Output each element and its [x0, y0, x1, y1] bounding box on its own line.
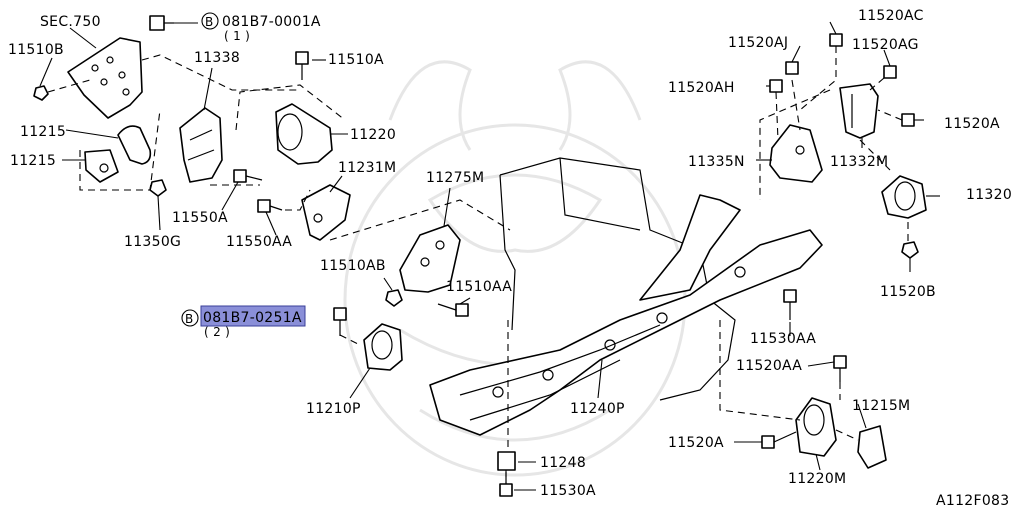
- label-11520B: 11520B: [880, 284, 936, 300]
- label-11520AH: 11520AH: [668, 80, 735, 96]
- label-11550AA: 11550AA: [226, 234, 292, 250]
- label-11335N: 11335N: [688, 154, 745, 170]
- engine-block-outline: [499, 157, 736, 401]
- bolt-11510AA: [437, 303, 469, 317]
- diagram-code: A112F083: [936, 493, 1009, 509]
- nut-11520B: [901, 241, 919, 259]
- bolt-letter-mid: B: [185, 312, 194, 326]
- bolt-11530AA: [783, 289, 797, 320]
- bolt-081B7-0001A: [149, 15, 174, 31]
- label-11275M: 11275M: [426, 170, 484, 186]
- label-11240P: 11240P: [570, 401, 625, 417]
- bolt-11520AG: [883, 65, 897, 79]
- label-sec750: SEC.750: [40, 14, 101, 30]
- bracket-11335N: [769, 124, 823, 183]
- label-11510AB: 11510AB: [320, 258, 386, 274]
- label-11210P: 11210P: [306, 401, 361, 417]
- bracket-11338: [179, 107, 223, 183]
- bolt-callout-mid: B 081B7-0251A ( 2 ): [181, 305, 306, 339]
- bolt-11550A: [233, 169, 263, 183]
- label-11248: 11248: [540, 455, 586, 471]
- bolt-11520A-right: [901, 113, 915, 127]
- mount-11320: [881, 175, 927, 219]
- part-labels: SEC.750 B 081B7-0001A ( 1 ) 11510B 11338…: [8, 8, 1012, 509]
- label-11510B: 11510B: [8, 42, 64, 58]
- bracket-sec750: [67, 37, 143, 119]
- label-11350G: 11350G: [124, 234, 181, 250]
- bracket-11332M: [839, 83, 879, 139]
- label-11520AJ: 11520AJ: [728, 35, 788, 51]
- label-qty-1: ( 1 ): [224, 29, 250, 43]
- bolt-11520AA: [833, 355, 847, 382]
- label-11215-upper: 11215: [20, 124, 66, 140]
- label-11520AA: 11520AA: [736, 358, 802, 374]
- label-11215M: 11215M: [852, 398, 910, 414]
- bolt-11520AC: [829, 33, 843, 47]
- label-11338: 11338: [194, 50, 240, 66]
- bushing-11248: [497, 451, 516, 471]
- bolt-11510A: [295, 51, 309, 80]
- bolt-11510B: [33, 85, 49, 101]
- crossmember-11240P: [429, 194, 823, 436]
- label-11550A: 11550A: [172, 210, 228, 226]
- label-11220M: 11220M: [788, 471, 846, 487]
- bolt-11550AA: [257, 199, 283, 213]
- label-11220: 11220: [350, 127, 396, 143]
- bolt-letter-top: B: [205, 15, 214, 29]
- assembly-dashed-lines: [47, 46, 909, 484]
- label-081B7-0251A: 081B7-0251A: [203, 310, 302, 326]
- bolt-081B7-0251A: [333, 307, 347, 336]
- bolt-11520A-bottom: [761, 431, 797, 449]
- insulator-11215-lower: [84, 149, 119, 183]
- bolt-11520AJ: [785, 61, 799, 75]
- label-11530AA: 11530AA: [750, 331, 816, 347]
- label-11231M: 11231M: [338, 160, 396, 176]
- bracket-11215M: [857, 425, 887, 469]
- leader-lines: [39, 21, 940, 491]
- label-081B7-0001A: 081B7-0001A: [222, 14, 321, 30]
- label-11520A-right: 11520A: [944, 116, 1000, 132]
- insulator-11215-upper: [117, 125, 152, 165]
- label-11332M: 11332M: [830, 154, 888, 170]
- label-11320: 11320: [966, 187, 1012, 203]
- label-11520AC: 11520AC: [858, 8, 924, 24]
- label-qty-2: ( 2 ): [204, 325, 230, 339]
- mount-11220: [275, 103, 333, 165]
- bolt-11510AB: [385, 289, 403, 307]
- label-11215-lower: 11215: [10, 153, 56, 169]
- highlight-box: [200, 305, 306, 327]
- mount-11210P: [363, 323, 403, 371]
- label-11530A: 11530A: [540, 483, 596, 499]
- label-11520A-bottom: 11520A: [668, 435, 724, 451]
- label-11510AA: 11510AA: [446, 279, 512, 295]
- bracket-11231M: [301, 184, 351, 241]
- label-11510A-top: 11510A: [328, 52, 384, 68]
- bracket-11275M: [399, 224, 461, 293]
- label-11520AG: 11520AG: [852, 37, 919, 53]
- nut-11350G: [149, 179, 167, 197]
- mount-11220M: [795, 397, 837, 457]
- bolt-callout-top: B 081B7-0001A ( 1 ): [201, 12, 321, 43]
- bolt-11520AH: [769, 79, 783, 93]
